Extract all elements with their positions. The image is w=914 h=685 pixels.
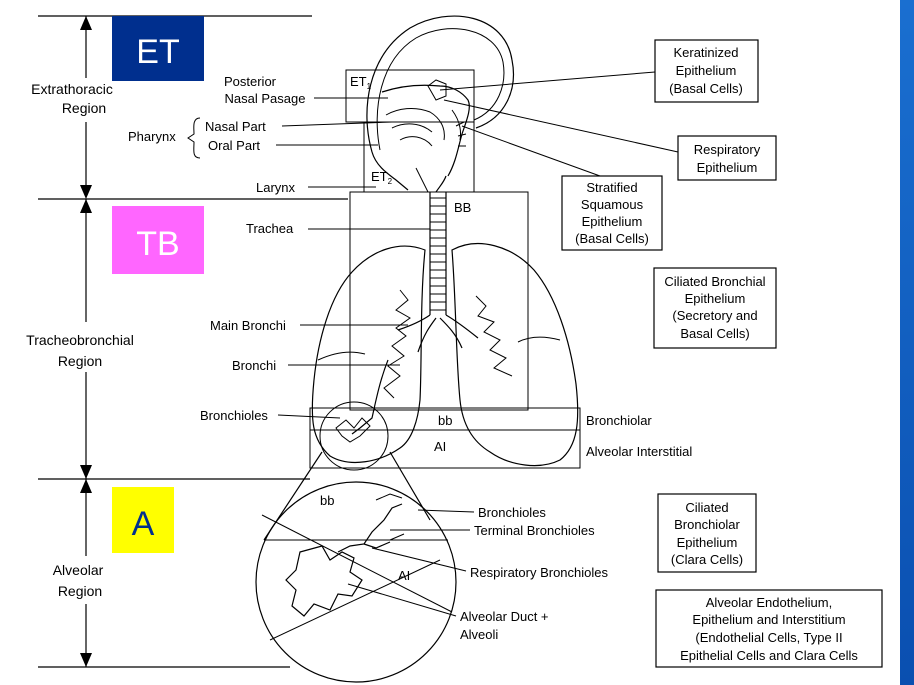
svg-text:Basal Cells): Basal Cells) [680,326,749,341]
alveolar-duct-label: Alveolar Duct + Alveoli [348,584,549,642]
respiratory-epithelium-box: Respiratory Epithelium [444,100,776,180]
svg-text:Bronchioles: Bronchioles [478,505,546,520]
svg-text:Tracheobronchial: Tracheobronchial [26,332,134,348]
bb-upper-label: BB [454,200,471,215]
svg-text:Keratinized: Keratinized [673,45,738,60]
extrathoracic-region-label: Extrathoracic Region [31,81,113,116]
svg-text:Bronchiolar: Bronchiolar [674,517,740,532]
svg-text:Stratified: Stratified [586,180,637,195]
svg-text:(Secretory and: (Secretory and [672,308,757,323]
tracheobronchial-region-label: Tracheobronchial Region [26,332,134,369]
magnifier-small-circle [320,402,388,470]
svg-text:Epithelium: Epithelium [685,291,746,306]
svg-text:Nasal Part: Nasal Part [205,119,266,134]
svg-text:Epithelium: Epithelium [676,63,737,78]
bb-box [350,192,528,410]
main-bronchi-label: Main Bronchi [210,318,408,333]
bronchioles-detail-label: Bronchioles [418,505,546,520]
alveolar-endothelium-box: Alveolar Endothelium, Epithelium and Int… [656,590,882,667]
stratified-squamous-box: Stratified Squamous Epithelium (Basal Ce… [462,126,662,250]
head-illustration [367,16,514,192]
pharynx-brace [188,118,200,158]
et1-label: ET1 [350,74,372,91]
larynx-label: Larynx [256,180,376,195]
bronchioles-label: Bronchioles [200,408,340,423]
alveolar-detail-circle: bb AI [256,482,456,682]
svg-text:A: A [132,505,155,543]
pharynx-label: Pharynx [128,129,176,144]
svg-text:Trachea: Trachea [246,221,294,236]
svg-text:Epithelium: Epithelium [697,160,758,175]
svg-text:(Basal Cells): (Basal Cells) [575,231,649,246]
svg-text:(Basal Cells): (Basal Cells) [669,81,743,96]
svg-text:TB: TB [136,225,179,263]
svg-text:Respiratory Bronchioles: Respiratory Bronchioles [470,565,609,580]
terminal-bronchioles-label: Terminal Bronchioles [390,523,595,538]
svg-text:Region: Region [58,583,102,599]
keratinized-epithelium-box: Keratinized Epithelium (Basal Cells) [440,40,758,102]
bb-lower-label: bb [438,413,452,428]
svg-text:Ciliated Bronchial: Ciliated Bronchial [664,274,765,289]
svg-text:Larynx: Larynx [256,180,296,195]
alveolar-interstitial-label: Alveolar Interstitial [586,444,692,459]
a-badge: A [112,487,174,553]
lungs-illustration [312,244,577,466]
svg-text:(Clara Cells): (Clara Cells) [671,552,743,567]
svg-text:Nasal Pasage: Nasal Pasage [225,91,306,106]
svg-text:Alveolar: Alveolar [53,562,104,578]
svg-text:Alveolar Endothelium,: Alveolar Endothelium, [706,595,832,610]
svg-text:Bronchi: Bronchi [232,358,276,373]
svg-text:Epithelium: Epithelium [582,214,643,229]
ai-label: AI [434,439,446,454]
svg-text:Bronchioles: Bronchioles [200,408,268,423]
svg-text:Region: Region [58,353,102,369]
svg-text:Respiratory: Respiratory [694,142,761,157]
oral-part-label: Oral Part [208,138,378,153]
et2-label: ET2 [371,169,393,186]
svg-text:Posterior: Posterior [224,74,277,89]
svg-text:Epithelium: Epithelium [677,535,738,550]
svg-text:Epithelium and Interstitium: Epithelium and Interstitium [692,612,845,627]
svg-text:Alveoli: Alveoli [460,627,498,642]
svg-text:bb: bb [320,493,334,508]
svg-text:Ciliated: Ciliated [685,500,728,515]
bronchiolar-label: Bronchiolar [586,413,652,428]
svg-text:(Endothelial Cells, Type II: (Endothelial Cells, Type II [695,630,842,645]
svg-text:Extrathoracic: Extrathoracic [31,81,113,97]
svg-text:Alveolar Duct +: Alveolar Duct + [460,609,549,624]
svg-text:Main Bronchi: Main Bronchi [210,318,286,333]
svg-text:Squamous: Squamous [581,197,644,212]
svg-text:Region: Region [62,100,106,116]
svg-text:Oral Part: Oral Part [208,138,260,153]
ciliated-bronchial-box: Ciliated Bronchial Epithelium (Secretory… [654,268,776,348]
trachea-illustration [398,192,478,352]
svg-text:AI: AI [398,568,410,583]
tb-badge: TB [112,206,204,274]
svg-text:Epithelial Cells and Clara Cel: Epithelial Cells and Clara Cells [680,648,858,663]
svg-text:Terminal Bronchioles: Terminal Bronchioles [474,523,595,538]
alveolar-region-label: Alveolar Region [53,562,104,599]
ciliated-bronchiolar-box: Ciliated Bronchiolar Epithelium (Clara C… [658,494,756,572]
et-badge: ET [112,16,204,81]
trachea-label: Trachea [246,221,430,236]
svg-text:ET: ET [136,33,179,71]
